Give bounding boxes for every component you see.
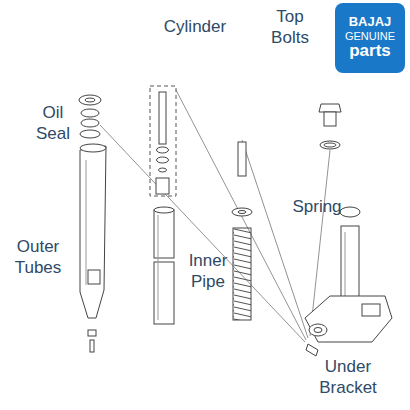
outer-tube: [80, 144, 106, 352]
part-label: Oil Seal: [28, 102, 78, 145]
part-label: Under Bracket: [300, 356, 396, 399]
brand-logo: BAJAJGENUINEparts: [335, 3, 405, 73]
part-label: Spring: [282, 196, 352, 217]
part-label: Inner Pipe: [180, 250, 236, 293]
cylinder-parts: [150, 86, 176, 196]
top-bolt: [319, 104, 341, 149]
part-label: Outer Tubes: [6, 236, 70, 279]
spring-parts: [232, 142, 252, 320]
inner-pipe: [154, 207, 174, 324]
part-label: Cylinder: [150, 16, 240, 37]
under-bracket: [305, 207, 392, 356]
logo-text: GENUINE: [345, 30, 395, 42]
oil-seal-parts: [79, 95, 101, 138]
part-label: Top Bolts: [258, 6, 322, 49]
logo-text: BAJAJ: [349, 15, 392, 29]
logo-text: parts: [349, 42, 391, 61]
